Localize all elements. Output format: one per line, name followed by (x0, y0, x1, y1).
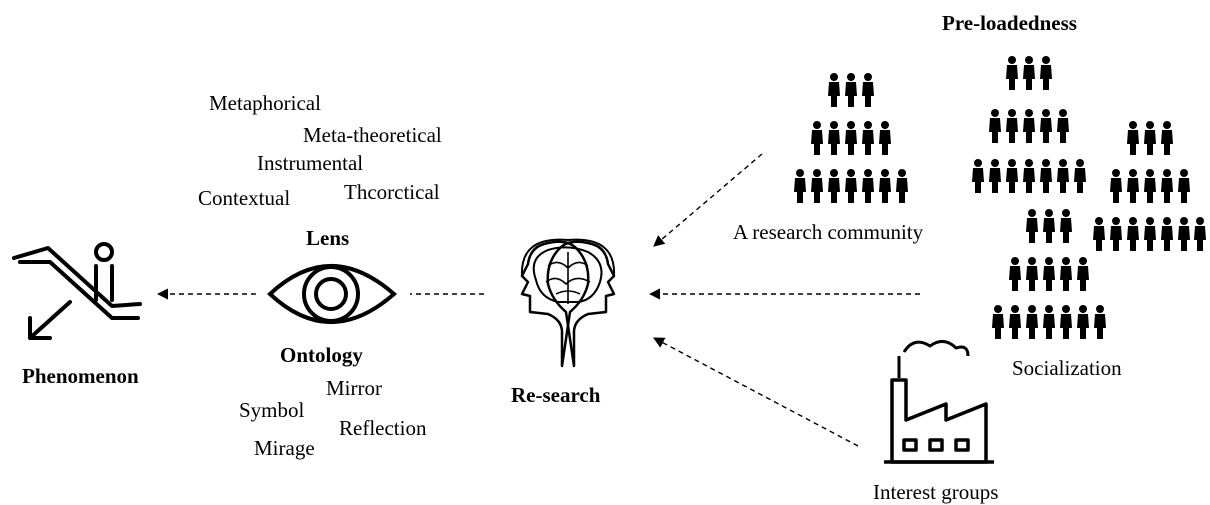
node-lens-label: Lens (306, 226, 350, 250)
node-phenomenon-label: Phenomenon (22, 364, 139, 388)
ontology-type-symbol: Symbol (239, 398, 305, 422)
arrow-community-to-research (653, 153, 763, 247)
ontology-type-reflection: Reflection (339, 416, 427, 440)
people-crowd-preloadedness (972, 56, 1086, 193)
connectors (156, 153, 920, 447)
node-research-label: Re-search (511, 383, 601, 407)
lens-type-contextual: Contextual (198, 186, 291, 210)
lens-type-instrumental: Instrumental (257, 151, 364, 175)
ontology-type-mirror: Mirror (326, 376, 382, 400)
lens-type-theoretical: Thcorctical (344, 180, 440, 204)
lens-type-meta-theoretical: Meta-theoretical (303, 123, 442, 147)
eye-icon (267, 264, 398, 324)
node-ontology-label: Ontology (280, 343, 363, 367)
people-crowd-right (1093, 121, 1206, 251)
arrow-interest-groups-to-research (653, 337, 859, 447)
heads-brain-icon (520, 238, 616, 368)
escalator-person-icon (12, 242, 142, 340)
ontology-type-mirage: Mirage (254, 436, 315, 460)
source-socialization: Socialization (1012, 356, 1122, 380)
source-research-community: A research community (733, 220, 924, 244)
people-crowd-community (794, 73, 908, 203)
source-interest-groups: Interest groups (873, 480, 999, 504)
factory-icon (884, 340, 994, 464)
heading-pre-loadedness: Pre-loadedness (942, 11, 1077, 35)
people-crowd-socialization (992, 209, 1106, 339)
lens-type-metaphorical: Metaphorical (209, 91, 321, 115)
